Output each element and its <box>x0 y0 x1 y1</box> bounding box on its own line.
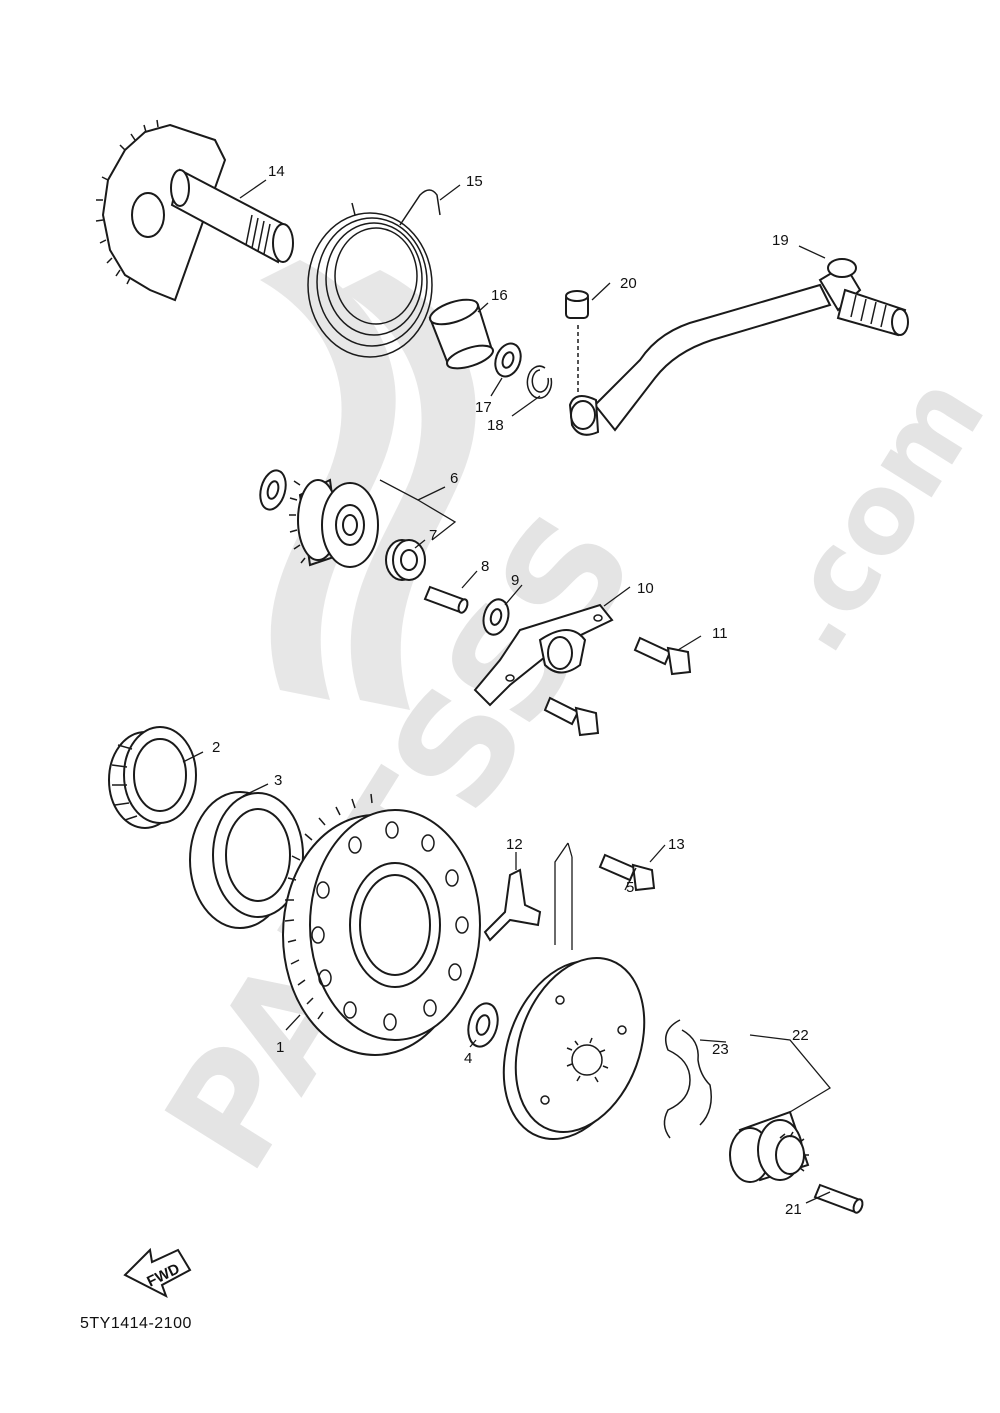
callout-5: 5 <box>626 879 634 896</box>
part-14-kick-axle <box>95 119 294 302</box>
callout-8: 8 <box>481 558 489 575</box>
callout-6: 6 <box>450 470 458 487</box>
part-6-idler-gear <box>259 469 379 568</box>
callout-11: 11 <box>712 625 728 642</box>
callout-22: 22 <box>792 1027 809 1044</box>
part-19-kick-crank <box>568 258 909 436</box>
callout-9: 9 <box>511 572 519 589</box>
part-21-pin <box>813 1183 864 1214</box>
part-22-pinion <box>729 1110 810 1183</box>
callout-1: 1 <box>276 1039 284 1056</box>
diagram-code: 5TY1414-2100 <box>80 1315 192 1332</box>
part-9-washer <box>482 598 510 636</box>
callout-17: 17 <box>475 399 492 416</box>
part-1-ring-gear <box>282 793 481 1056</box>
part-13-bolt <box>598 853 656 892</box>
leader-lines <box>182 179 831 1204</box>
part-17-washer <box>494 342 522 378</box>
callout-14: 14 <box>268 163 285 180</box>
part-7-bearing <box>385 539 426 581</box>
callout-13: 13 <box>668 836 685 853</box>
part-11-bolts <box>543 636 692 737</box>
part-18-circlip <box>526 365 553 399</box>
part-3-ring <box>189 791 304 929</box>
part-5-plate <box>502 956 646 1141</box>
callout-18: 18 <box>487 417 504 434</box>
callout-7: 7 <box>429 527 437 544</box>
part-12-stopper-plate <box>483 868 542 942</box>
watermark-suffix: .com <box>743 354 1000 674</box>
callout-23: 23 <box>712 1041 729 1058</box>
part-16-collar <box>428 298 494 370</box>
part-15-spring <box>307 189 441 358</box>
callout-3: 3 <box>274 772 282 789</box>
part-23-clip <box>663 1019 712 1139</box>
part-8-pin <box>423 585 469 614</box>
part-4-washer <box>467 1002 499 1048</box>
callout-16: 16 <box>491 287 508 304</box>
part-2-needle-bearing <box>108 726 197 829</box>
part-10-bracket <box>473 603 614 707</box>
callouts: 1 2 3 4 5 6 7 8 9 10 11 12 13 14 15 16 1… <box>212 163 809 1218</box>
fwd-arrow: FWD <box>123 1247 192 1299</box>
callout-2: 2 <box>212 739 220 756</box>
callout-20: 20 <box>620 275 637 292</box>
callout-19: 19 <box>772 232 789 249</box>
callout-21: 21 <box>785 1201 802 1218</box>
part-20-bolt <box>565 290 589 395</box>
callout-4: 4 <box>464 1050 472 1067</box>
callout-12: 12 <box>506 836 523 853</box>
callout-15: 15 <box>466 173 483 190</box>
callout-10: 10 <box>637 580 654 597</box>
